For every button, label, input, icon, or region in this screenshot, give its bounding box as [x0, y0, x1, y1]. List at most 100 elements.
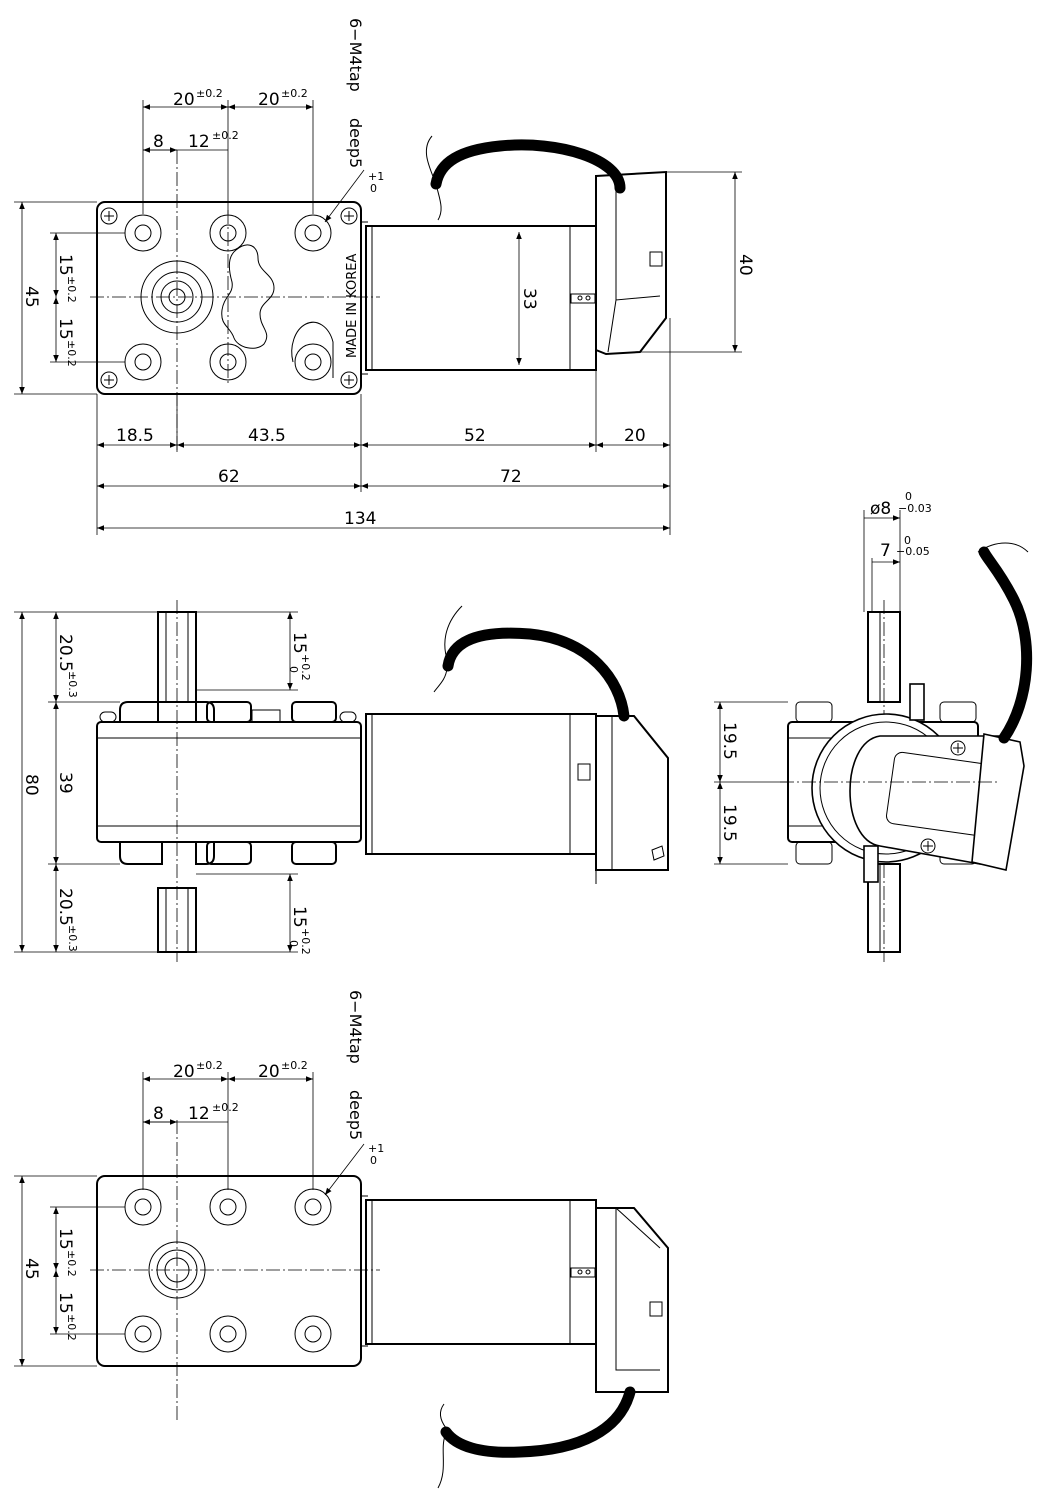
dim-15-a: 15 — [289, 632, 309, 654]
dim-15-b: 15 — [55, 1292, 75, 1314]
gearbox-plate — [96, 1175, 362, 1367]
end-cap — [595, 1207, 669, 1393]
front-view: 80 20.5 ±0.3 39 20.5 ±0.3 15 +0.2 0 15 +… — [14, 600, 669, 962]
dim-20-c: 20 — [624, 426, 646, 446]
made-in-korea-marking: MADE IN KOREA — [345, 254, 360, 358]
boss-bottom — [206, 841, 252, 865]
terminal-screw — [950, 740, 966, 756]
motor-body — [365, 1199, 597, 1345]
tap-hole — [294, 1315, 332, 1353]
tol-pm02: ±0.2 — [196, 87, 223, 100]
motor-cable — [440, 1386, 636, 1458]
dim-20-b: 20 — [258, 1062, 280, 1082]
dim-20-5-a: 20.5 — [55, 634, 75, 672]
tol-pm03: ±0.3 — [66, 671, 79, 698]
dim-8: 8 — [153, 132, 164, 152]
motor-cable — [442, 627, 630, 722]
tol-005: −0.05 — [896, 545, 930, 558]
tol-plus02: +0.2 — [299, 928, 312, 955]
tap-hole — [294, 343, 332, 381]
tap-note: 6−M4tap — [346, 990, 365, 1064]
dim-8: 8 — [153, 1104, 164, 1124]
side-view: ø8 0 −0.03 7 0 −0.05 19.5 19.5 — [714, 490, 1033, 962]
tap-hole — [124, 343, 162, 381]
tap-hole — [124, 214, 162, 252]
dim-45: 45 — [21, 286, 41, 308]
gearbox-block — [96, 721, 362, 843]
tol-pm02: ±0.2 — [281, 1059, 308, 1072]
dim-134: 134 — [344, 509, 376, 529]
corner-screw — [340, 207, 358, 225]
connector-tab — [651, 845, 665, 861]
dim-40: 40 — [735, 254, 755, 276]
boss-bottom — [291, 841, 337, 865]
boss-outline — [291, 321, 334, 378]
corner-screw — [100, 207, 118, 225]
tol-pm02: ±0.2 — [65, 340, 78, 367]
dim-33: 33 — [519, 288, 539, 310]
vent-marks — [570, 1267, 596, 1278]
dim-15-a: 15 — [55, 254, 75, 276]
dim-45: 45 — [21, 1258, 41, 1280]
dim-39: 39 — [55, 772, 75, 794]
gear-outline — [221, 244, 275, 349]
boss-top — [291, 701, 337, 723]
brush-cover — [849, 735, 1013, 865]
connector-tab — [649, 251, 663, 267]
tol-pm02: ±0.2 — [212, 129, 239, 142]
tap-hole — [124, 1188, 162, 1226]
dim-7: 7 — [880, 541, 891, 561]
tap-note: 6−M4tap — [346, 18, 365, 92]
tol-003: −0.03 — [898, 502, 932, 515]
tol-pm03: ±0.3 — [66, 925, 79, 952]
vent-marks — [577, 763, 591, 781]
dim-72: 72 — [500, 467, 522, 487]
corner-screw — [340, 371, 358, 389]
dim-12: 12 — [188, 132, 210, 152]
top-view: 20 ±0.2 20 ±0.2 8 12 ±0.2 6−M4tap deep5 … — [14, 18, 755, 535]
dim-15-b: 15 — [289, 906, 309, 928]
tol-pm02: ±0.2 — [212, 1101, 239, 1114]
terminal — [863, 845, 879, 883]
tol-zero: 0 — [287, 666, 300, 673]
end-cap — [595, 170, 667, 356]
dim-12: 12 — [188, 1104, 210, 1124]
tap-hole — [294, 214, 332, 252]
deep-tol-upper: +1 — [368, 170, 384, 183]
boss-top — [119, 701, 159, 722]
connector-box — [971, 733, 1025, 871]
connector-tab — [649, 1301, 663, 1317]
boss-bottom — [119, 842, 163, 865]
tol-pm02: ±0.2 — [65, 1314, 78, 1341]
deep-note: deep5 — [346, 1090, 365, 1140]
tol-plus02: +0.2 — [299, 654, 312, 681]
tol-0: 0 — [904, 534, 911, 547]
tap-hole — [124, 1315, 162, 1353]
tap-hole — [209, 1188, 247, 1226]
motor-body — [365, 225, 597, 371]
tol-pm02: ±0.2 — [65, 276, 78, 303]
dim-15-a: 15 — [55, 1228, 75, 1250]
bottom-view: 20 ±0.2 20 ±0.2 8 12 ±0.2 6−M4tap deep5 … — [14, 990, 669, 1489]
gearbox-plate — [96, 201, 362, 395]
motor-body — [365, 713, 597, 855]
dim-20-a: 20 — [173, 90, 195, 110]
motor-cable — [978, 546, 1033, 744]
dim-20-b: 20 — [258, 90, 280, 110]
deep-tol-lower: 0 — [370, 182, 377, 195]
dim-62: 62 — [218, 467, 240, 487]
tol-0: 0 — [905, 490, 912, 503]
deep-tol-lower: 0 — [370, 1154, 377, 1167]
deep-note: deep5 — [346, 118, 365, 168]
dim-20-a: 20 — [173, 1062, 195, 1082]
tol-pm02: ±0.2 — [196, 1059, 223, 1072]
dim-52: 52 — [464, 426, 486, 446]
motor-cable — [430, 139, 626, 194]
terminal-screw — [920, 838, 936, 854]
tol-pm02: ±0.2 — [65, 1250, 78, 1277]
terminal — [909, 683, 925, 721]
dia-8: ø8 — [870, 499, 891, 519]
tap-hole — [209, 1315, 247, 1353]
corner-screw — [100, 371, 118, 389]
